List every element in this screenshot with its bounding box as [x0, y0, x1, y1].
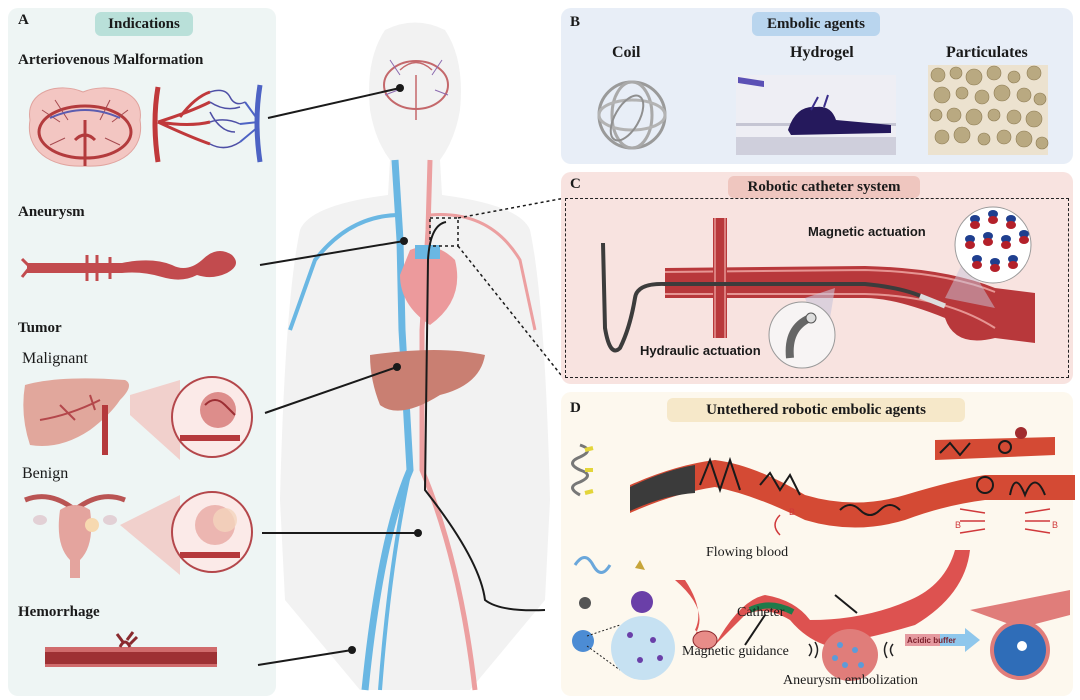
liver-tumor-illustration: [23, 376, 253, 460]
helical-robot-illustration: [571, 427, 1075, 536]
human-body-illustration: [280, 22, 550, 691]
hydrogel-label: Hydrogel: [790, 44, 854, 61]
uterus-tumor-illustration: [24, 491, 253, 578]
hemorrhage-heading: Hemorrhage: [18, 604, 100, 620]
panel-a-letter: A: [18, 12, 29, 28]
aortic-aneurysm-illustration: [20, 251, 236, 281]
aneurysm-heading: Aneurysm: [18, 204, 85, 220]
acidic-buffer-label: Acidic buffer: [907, 636, 956, 645]
avm-heading: Arteriovenous Malformation: [18, 52, 204, 68]
magnet-particle: [1001, 235, 1011, 249]
magnet-particle: [1019, 230, 1029, 244]
magnet-particle: [970, 215, 980, 229]
magnet-particle: [990, 258, 1000, 272]
field-label-left: B: [955, 520, 962, 530]
panel-c-title: Robotic catheter system: [728, 176, 920, 198]
panel-b-letter: B: [570, 14, 581, 30]
panel-d-letter: D: [570, 400, 581, 416]
benign-label: Benign: [22, 465, 69, 482]
magnet-particle: [983, 232, 993, 246]
magnet-particle: [972, 255, 982, 269]
avm-vessel-tangle: [152, 84, 263, 163]
catheter-vessel-illustration: [601, 206, 1035, 369]
panel-c-letter: C: [570, 176, 581, 192]
particulates-label: Particulates: [946, 44, 1028, 61]
zoom-box: [429, 217, 459, 247]
panel-b-title: Embolic agents: [752, 12, 880, 36]
malignant-label: Malignant: [22, 350, 88, 367]
magnetic-actuation-label: Magnetic actuation: [808, 224, 926, 239]
tumor-heading: Tumor: [18, 320, 62, 336]
magnet-particle: [1008, 255, 1018, 269]
coil-image: [597, 80, 667, 150]
connector-hemorrhage: [257, 649, 353, 666]
field-label-right: B: [1052, 520, 1059, 530]
particulates-image: [928, 65, 1049, 155]
catheter-label: Catheter: [737, 605, 785, 620]
panel-a-title: Indications: [95, 12, 193, 36]
hydrogel-image: [736, 75, 896, 155]
connector-malignant: [264, 366, 398, 414]
aneurysm-embolization-label: Aneurysm embolization: [783, 673, 918, 688]
flowing-blood-label: Flowing blood: [706, 545, 789, 560]
connector-avm: [267, 87, 401, 119]
magnet-particle: [988, 210, 998, 224]
magnet-particle: [965, 235, 975, 249]
coil-label: Coil: [612, 44, 641, 61]
magnetic-guidance-label: Magnetic guidance: [682, 644, 789, 659]
catheter-path: [423, 221, 546, 612]
aneurysm-embolization-illustration: [572, 550, 1070, 681]
panel-d-title: Untethered robotic embolic agents: [667, 398, 965, 422]
hydraulic-actuation-label: Hydraulic actuation: [640, 343, 761, 358]
panel-c-dashed-frame: [565, 198, 1069, 378]
field-label-rotating: B: [789, 507, 796, 517]
connector-aneurysm: [259, 240, 405, 266]
brain-avm-illustration: [28, 87, 142, 167]
hemorrhage-illustration: [45, 631, 217, 667]
magnet-particle: [1006, 215, 1016, 229]
